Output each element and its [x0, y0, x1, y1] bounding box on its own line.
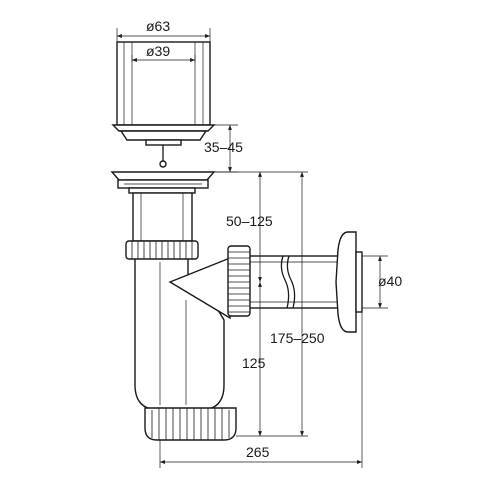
outlet-nut [227, 245, 251, 317]
dim-label-d39: ø39 [146, 43, 170, 59]
tailpiece-tube [132, 192, 193, 242]
bottom-cup [144, 407, 237, 441]
dim-label-175-250: 175–250 [270, 330, 325, 346]
waste-flange [110, 171, 216, 194]
dimension-lines [116, 28, 388, 468]
dim-label-d40: ø40 [378, 273, 402, 289]
dim-label-125: 125 [242, 355, 266, 371]
dim-label-d63: ø63 [146, 18, 170, 34]
dim-label-265: 265 [246, 444, 270, 460]
upper-nut [125, 240, 199, 260]
strainer-plug [111, 41, 216, 168]
dim-label-50-125: 50–125 [226, 213, 273, 229]
dim-label-35-45: 35–45 [204, 139, 243, 155]
wall-rosette [335, 231, 363, 333]
outlet-pipe [247, 255, 349, 309]
